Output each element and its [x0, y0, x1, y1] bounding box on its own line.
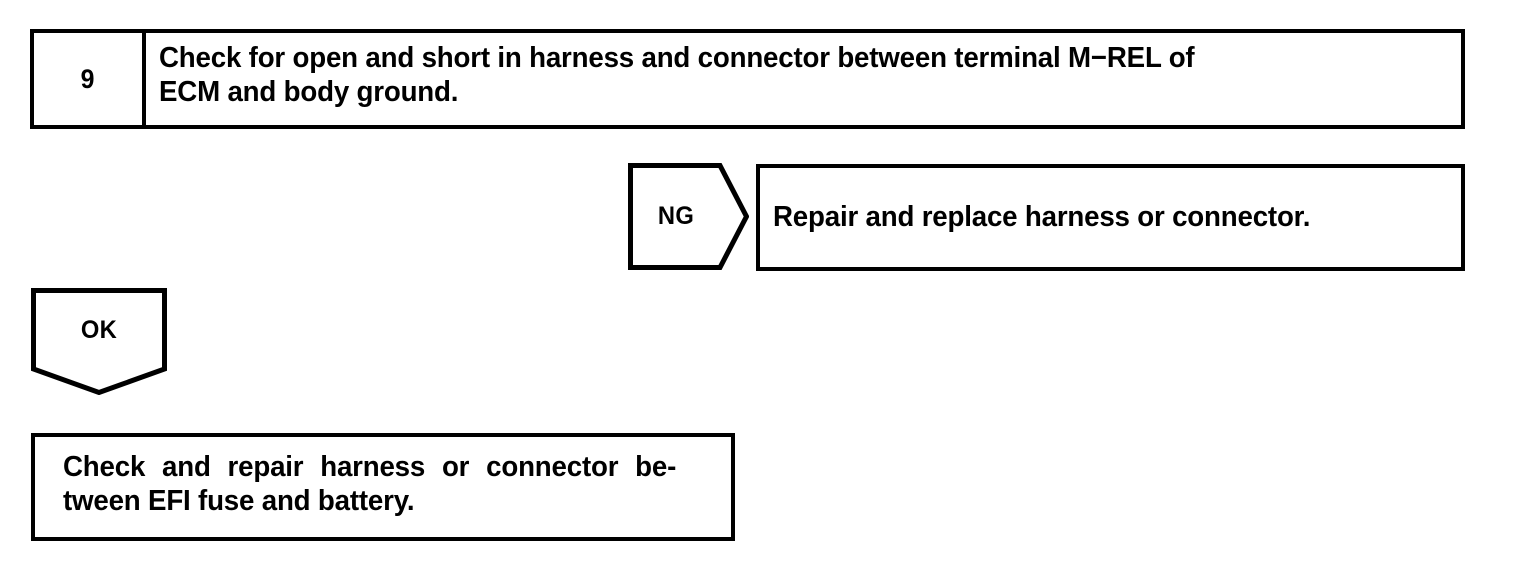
ok-outcome-line-1: Check and repair harness or connector be-: [63, 451, 676, 485]
ng-outcome-text: Repair and replace harness or connector.: [773, 200, 1311, 233]
step-number-cell: 9: [34, 33, 146, 125]
word: be-: [635, 451, 677, 483]
branch-tag-ok-label: OK: [80, 315, 118, 344]
step-number: 9: [81, 63, 95, 94]
branch-tag-ng-label: NG: [657, 202, 695, 230]
word: Check: [63, 451, 146, 483]
step-instruction-cell: Check for open and short in harness and …: [146, 33, 1461, 125]
word: and: [162, 451, 211, 483]
word: repair: [227, 451, 304, 483]
branch-tag-ng: NG: [628, 163, 749, 270]
ng-outcome-box: Repair and replace harness or connector.: [756, 164, 1465, 271]
ok-outcome-line-2: tween EFI fuse and battery.: [63, 484, 415, 517]
pentagon-down-arrow-icon: [31, 288, 167, 395]
word: connector: [486, 451, 619, 483]
pentagon-right-arrow-icon: [628, 163, 749, 270]
ok-outcome-box: Check and repair harness or connector be- twee…: [31, 433, 735, 541]
branch-tag-ok: OK: [31, 288, 167, 395]
word: or: [441, 451, 470, 483]
step-row: 9 Check for open and short in harness an…: [30, 29, 1465, 129]
step-instruction-text: Check for open and short in harness and …: [159, 42, 1195, 108]
word: harness: [320, 451, 426, 483]
